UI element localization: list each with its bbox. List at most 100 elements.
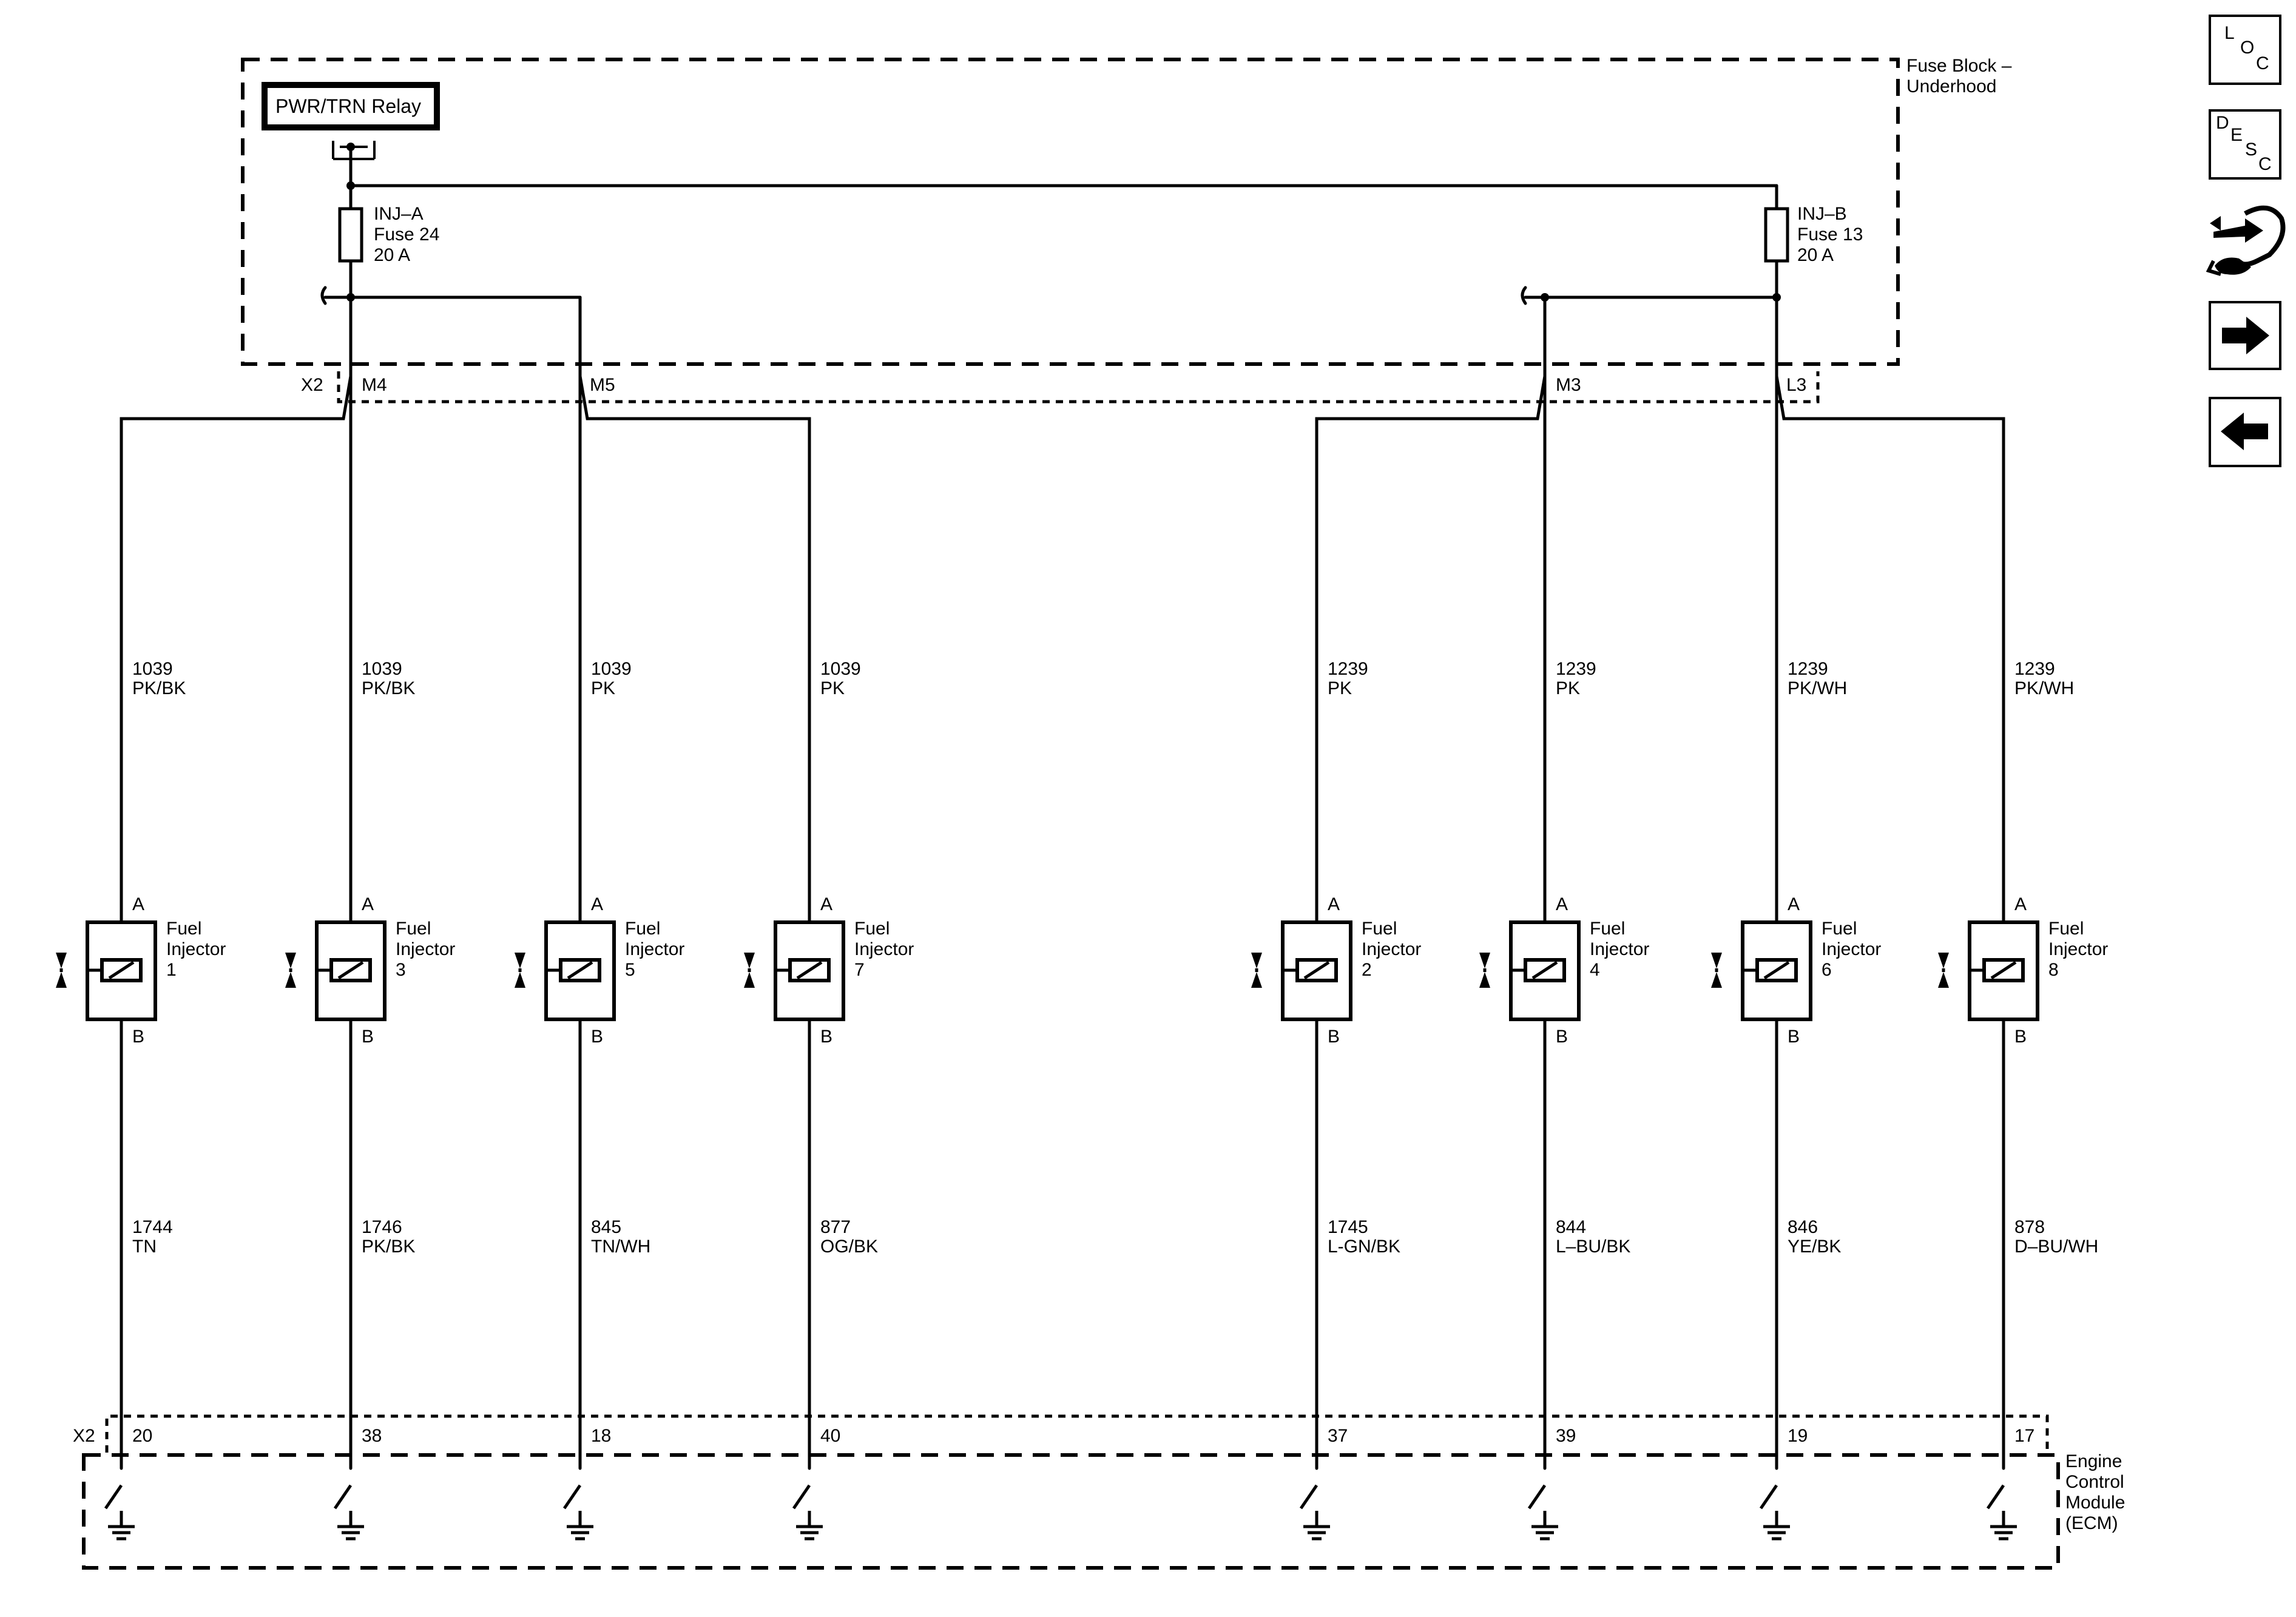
supply-color-label: PK bbox=[591, 678, 615, 698]
ground-icon bbox=[1527, 1484, 1558, 1541]
ecm-label-2: Control bbox=[2065, 1472, 2124, 1492]
supply-color-label: PK/WH bbox=[1788, 678, 1847, 698]
injector-label-line-1: Fuel bbox=[2048, 919, 2084, 939]
fuse-inj-a-label-1: INJ–A bbox=[374, 204, 424, 224]
supply-color-label: PK/BK bbox=[132, 678, 186, 698]
desc-icon: D bbox=[2216, 113, 2229, 133]
injector-label-line-1: Fuel bbox=[1822, 919, 1857, 939]
control-circuit-label: 877 bbox=[820, 1217, 851, 1237]
nav-desc-button[interactable]: D E S C bbox=[2209, 109, 2281, 180]
loc-icon-c: C bbox=[2256, 53, 2269, 73]
injector-label-line-1: Fuel bbox=[625, 919, 660, 939]
supply-color-label: PK bbox=[820, 678, 845, 698]
control-color-label: TN bbox=[132, 1237, 157, 1257]
pin-b-label: B bbox=[1788, 1027, 1800, 1047]
fuel-injector-icon bbox=[285, 920, 387, 1021]
fuse-block-label-2: Underhood bbox=[1906, 76, 1996, 96]
injector-label-line-2: Injector bbox=[1822, 939, 1881, 959]
ground-icon bbox=[333, 1484, 364, 1541]
injector-label-line-2: Injector bbox=[625, 939, 684, 959]
injector-label-line-3: 1 bbox=[166, 960, 177, 980]
wire-m4-branch bbox=[120, 362, 353, 924]
fuel-injector-icon bbox=[56, 920, 157, 1021]
ecm-pin-label: 38 bbox=[362, 1426, 382, 1446]
top-connector-outline bbox=[337, 371, 1820, 403]
injector-label-line-1: Fuel bbox=[166, 919, 201, 939]
injector-label-line-2: Injector bbox=[166, 939, 226, 959]
injector-columns: 1039PK/BKAFuelInjector1B1744TN201039PK/B… bbox=[56, 659, 2108, 1541]
fuel-injector-icon bbox=[1711, 920, 1812, 1021]
ecm-label-3: Module bbox=[2065, 1493, 2125, 1513]
fuse-block-label-1: Fuse Block – bbox=[1906, 56, 2012, 76]
injector-label-line-2: Injector bbox=[396, 939, 455, 959]
supply-circuit-label: 1239 bbox=[1328, 659, 1368, 679]
injector-label-line-1: Fuel bbox=[1590, 919, 1625, 939]
top-pin-m3: M3 bbox=[1556, 375, 1581, 395]
fuse-inj-b-label-2: Fuse 13 bbox=[1797, 224, 1863, 245]
pin-a-label: A bbox=[1788, 894, 1800, 914]
nav-loc-button[interactable]: L O C bbox=[2209, 15, 2281, 85]
ecm-outline bbox=[82, 1453, 2060, 1570]
control-color-label: PK/BK bbox=[362, 1237, 415, 1257]
supply-color-label: PK bbox=[1556, 678, 1580, 698]
supply-circuit-label: 1239 bbox=[2014, 659, 2055, 679]
pin-b-label: B bbox=[1556, 1027, 1568, 1047]
top-pin-m4: M4 bbox=[362, 375, 387, 395]
supply-circuit-label: 1039 bbox=[591, 659, 632, 679]
control-circuit-label: 1744 bbox=[132, 1217, 173, 1237]
desc-icon-e: E bbox=[2230, 125, 2243, 145]
control-circuit-label: 1745 bbox=[1328, 1217, 1368, 1237]
injector-label-line-3: 2 bbox=[1362, 960, 1372, 980]
injector-label-line-3: 6 bbox=[1822, 960, 1832, 980]
ground-icon bbox=[1299, 1484, 1330, 1541]
ground-icon bbox=[562, 1484, 593, 1541]
wire-m5-branch bbox=[578, 362, 811, 924]
ecm-pin-label: 20 bbox=[132, 1426, 152, 1446]
pin-b-label: B bbox=[591, 1027, 603, 1047]
injector-label-line-2: Injector bbox=[2048, 939, 2108, 959]
relay-contact-icon bbox=[332, 141, 376, 160]
fuel-injector-icon bbox=[515, 920, 616, 1021]
arrow-left-icon bbox=[2221, 413, 2268, 450]
loc-icon-o: O bbox=[2240, 38, 2254, 58]
ecm-pin-label: 19 bbox=[1788, 1426, 1808, 1446]
nav-service-button[interactable] bbox=[2206, 205, 2286, 276]
injector-label-line-2: Injector bbox=[854, 939, 914, 959]
fuse-inj-b-label-1: INJ–B bbox=[1797, 204, 1847, 224]
supply-color-label: PK/WH bbox=[2014, 678, 2074, 698]
injector-label-line-1: Fuel bbox=[1362, 919, 1397, 939]
fuel-injector-icon bbox=[1479, 920, 1581, 1021]
injector-label-line-3: 8 bbox=[2048, 960, 2059, 980]
fuse-inj-a bbox=[338, 207, 363, 263]
nav-next-button[interactable] bbox=[2209, 301, 2281, 370]
control-color-label: D–BU/WH bbox=[2014, 1237, 2098, 1257]
desc-icon-s: S bbox=[2245, 140, 2257, 160]
pin-b-label: B bbox=[820, 1027, 832, 1047]
fuse-inj-b bbox=[1764, 207, 1789, 263]
service-wrench-icon bbox=[2206, 205, 2286, 276]
control-circuit-label: 846 bbox=[1788, 1217, 1818, 1237]
nav-prev-button[interactable] bbox=[2209, 397, 2281, 467]
control-circuit-label: 878 bbox=[2014, 1217, 2045, 1237]
ground-icon bbox=[1759, 1484, 1790, 1541]
control-color-label: YE/BK bbox=[1788, 1237, 1841, 1257]
pin-a-label: A bbox=[132, 894, 144, 914]
top-pin-l3: L3 bbox=[1786, 375, 1806, 395]
control-circuit-label: 1746 bbox=[362, 1217, 402, 1237]
supply-color-label: PK/BK bbox=[362, 678, 415, 698]
supply-circuit-label: 1039 bbox=[132, 659, 173, 679]
control-color-label: L–BU/BK bbox=[1556, 1237, 1630, 1257]
arrow-right-icon bbox=[2222, 317, 2269, 354]
top-connector-name: X2 bbox=[301, 375, 323, 395]
pin-a-label: A bbox=[362, 894, 374, 914]
supply-circuit-label: 1239 bbox=[1788, 659, 1828, 679]
